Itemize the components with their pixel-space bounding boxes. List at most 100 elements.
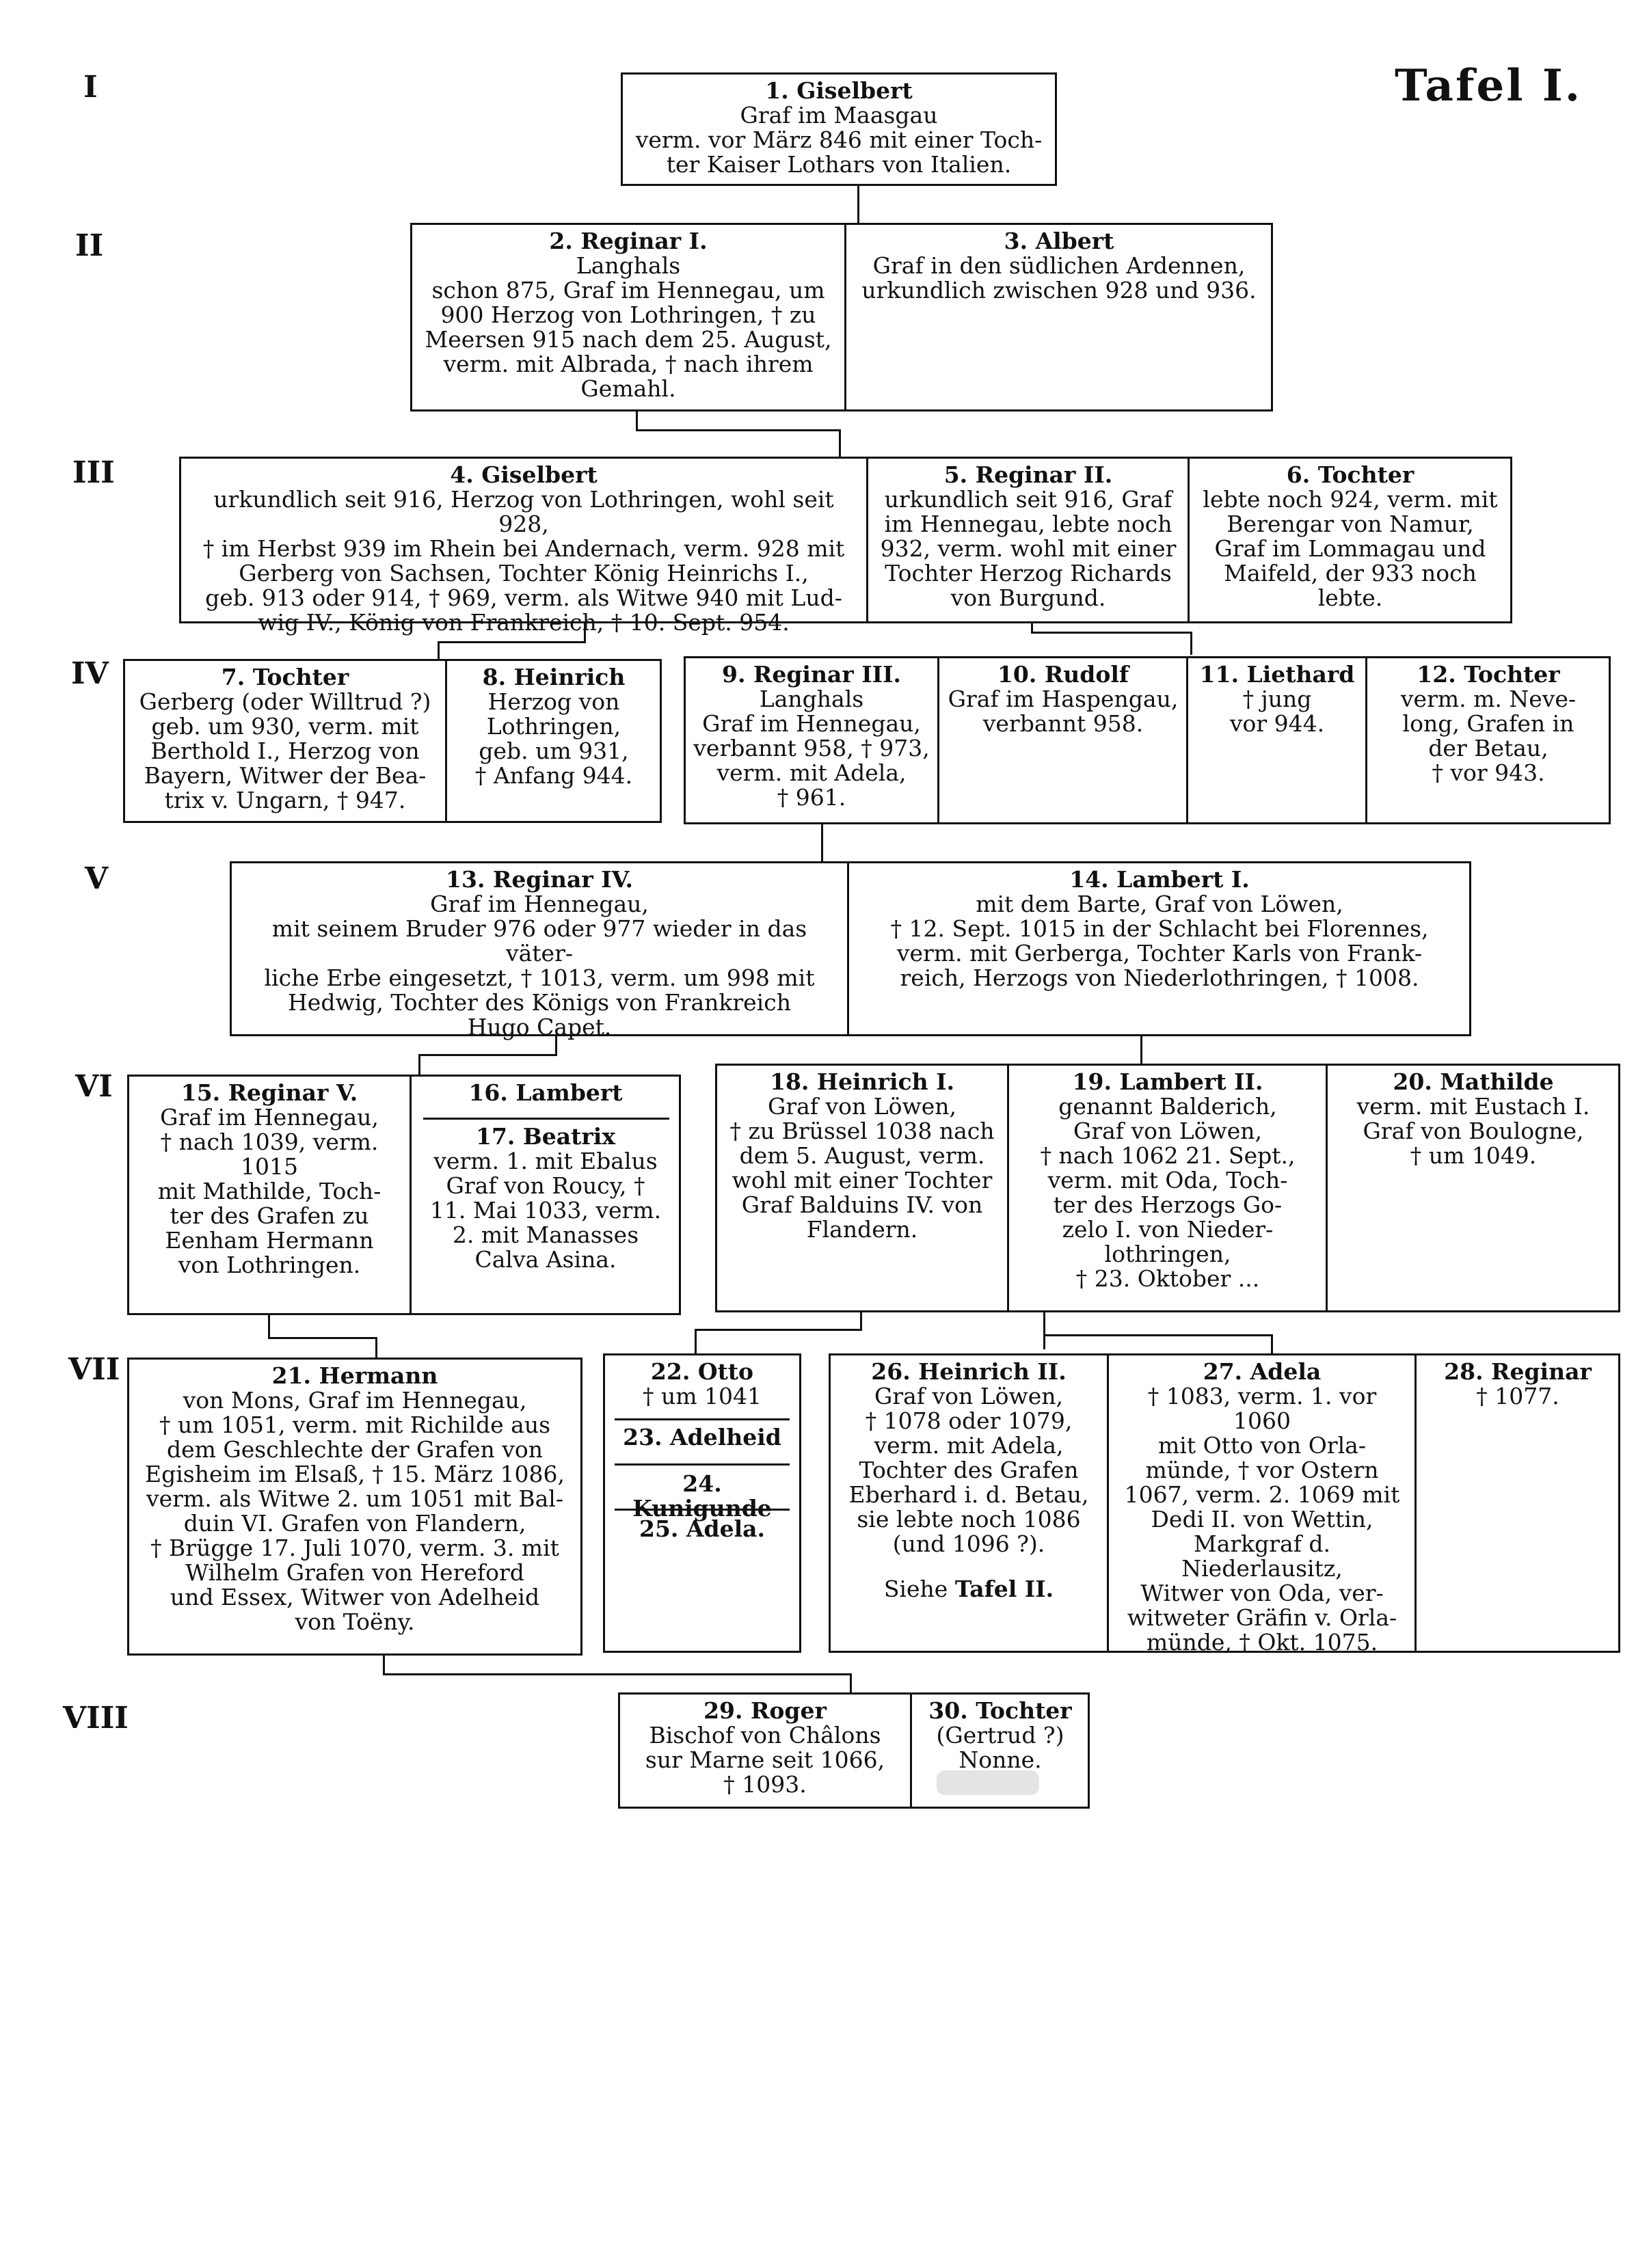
- person-name: 15. Reginar V.: [180, 1079, 358, 1106]
- person-heinrich-8: 8. Heinrich Herzog von Lothringen, geb. …: [448, 661, 660, 821]
- person-description: verm. m. Neve- long, Grafen in der Betau…: [1400, 686, 1577, 786]
- person-name: 17. Beatrix: [475, 1123, 615, 1150]
- sibling-group-box: 2. Reginar I. Langhals schon 875, Graf i…: [410, 223, 1273, 411]
- person-description: Graf von Löwen, † zu Brüssel 1038 nach d…: [729, 1093, 995, 1243]
- connector-line: [850, 1673, 852, 1695]
- connector-line: [839, 429, 841, 458]
- person-name: 6. Tochter: [1286, 461, 1415, 488]
- connector-line: [418, 1054, 420, 1077]
- person-description: verm. 1. mit Ebalus Graf von Roucy, † 11…: [429, 1148, 662, 1273]
- person-tochter-7: 7. Tochter Gerberg (oder Willtrud ?) geb…: [125, 661, 445, 821]
- person-name: 29. Roger: [703, 1697, 827, 1724]
- connector-line: [821, 824, 823, 864]
- person-beatrix-17: 17. Beatrix verm. 1. mit Ebalus Graf von…: [412, 1120, 679, 1313]
- person-description: (Gertrud ?) Nonne.: [936, 1722, 1064, 1773]
- connector-line: [1031, 632, 1192, 634]
- person-name: 4. Giselbert: [450, 461, 598, 488]
- person-name: 18. Heinrich I.: [769, 1068, 955, 1095]
- person-name: 19. Lambert II.: [1072, 1068, 1263, 1095]
- cell-divider: [910, 1695, 912, 1807]
- connector-line: [383, 1673, 852, 1675]
- cell-divider: [844, 225, 846, 409]
- person-otto-22: 22. Otto † um 1041: [605, 1355, 799, 1418]
- person-description: Graf im Haspengau, verbannt 958.: [948, 686, 1179, 737]
- connector-line: [1190, 632, 1192, 655]
- connector-line: [268, 1337, 377, 1339]
- plate-label: Tafel I.: [1395, 60, 1583, 111]
- cell-divider: [866, 459, 868, 621]
- person-description: Graf im Hennegau, † nach 1039, verm. 101…: [157, 1104, 381, 1278]
- person-tochter-6: 6. Tochter lebte noch 924, verm. mit Ber…: [1190, 459, 1510, 621]
- person-lambert-1: 14. Lambert I. mit dem Barte, Graf von L…: [850, 863, 1469, 1034]
- person-adela-25: 25. Adela.: [605, 1513, 799, 1552]
- person-reginar-3: 9. Reginar III. Langhals Graf im Hennega…: [686, 658, 937, 822]
- cell-divider: [847, 863, 849, 1034]
- person-description: genannt Balderich, Graf von Löwen, † nac…: [1040, 1093, 1296, 1292]
- connector-line: [636, 429, 841, 431]
- person-name: 27. Adela: [1203, 1358, 1322, 1385]
- connector-line: [857, 186, 859, 224]
- person-kunigunde-24: 24. Kunigunde: [605, 1468, 799, 1521]
- person-description: von Mons, Graf im Hennegau, † um 1051, v…: [145, 1387, 565, 1635]
- person-mathilde-20: 20. Mathilde verm. mit Eustach I. Graf v…: [1328, 1066, 1618, 1310]
- cross-reference-label: Siehe: [883, 1576, 948, 1602]
- connector-line: [375, 1337, 377, 1360]
- sibling-group-box: 4. Giselbert urkundlich seit 916, Herzog…: [179, 457, 1512, 635]
- person-heinrich-1: 18. Heinrich I. Graf von Löwen, † zu Brü…: [717, 1066, 1007, 1310]
- person-box: 21. Hermann von Mons, Graf im Hennegau, …: [127, 1358, 582, 1656]
- person-description: Graf im Maasgau verm. vor März 846 mit e…: [635, 102, 1043, 178]
- person-lambert-2: 19. Lambert II. genannt Balderich, Graf …: [1010, 1066, 1326, 1310]
- cell-divider: [1188, 459, 1190, 621]
- sibling-group-box: 7. Tochter Gerberg (oder Willtrud ?) geb…: [123, 659, 662, 823]
- cell-divider: [615, 1463, 790, 1466]
- connector-line: [1043, 1312, 1045, 1349]
- connector-line: [383, 1656, 385, 1675]
- person-description: verm. mit Eustach I. Graf von Boulogne, …: [1356, 1093, 1590, 1169]
- person-heinrich-2: 26. Heinrich II. Graf von Löwen, † 1078 …: [831, 1355, 1107, 1651]
- person-description: † 1083, verm. 1. vor 1060 mit Otto von O…: [1124, 1383, 1400, 1656]
- cell-divider: [423, 1118, 669, 1120]
- generation-label: III: [72, 455, 115, 490]
- person-lambert-16: 16. Lambert: [412, 1077, 679, 1116]
- person-tochter-12: 12. Tochter verm. m. Neve- long, Grafen …: [1368, 658, 1609, 822]
- person-name: 13. Reginar IV.: [446, 866, 633, 893]
- cell-divider: [445, 661, 447, 821]
- person-reginar-1: 2. Reginar I. Langhals schon 875, Graf i…: [412, 225, 844, 409]
- person-name: 16. Lambert: [468, 1079, 623, 1106]
- connector-line: [438, 641, 440, 660]
- person-name: 22. Otto: [650, 1358, 754, 1385]
- person-name: 25. Adela.: [639, 1515, 765, 1542]
- cell-divider: [1007, 1066, 1009, 1310]
- cross-reference: Siehe Tafel II.: [837, 1577, 1100, 1602]
- person-description: † um 1041: [642, 1383, 762, 1409]
- person-giselbert-4: 4. Giselbert urkundlich seit 916, Herzog…: [181, 459, 866, 635]
- person-liethard-11: 11. Liethard † jung vor 944.: [1189, 658, 1365, 822]
- cell-divider: [615, 1509, 790, 1511]
- connector-line: [1031, 623, 1033, 633]
- connector-line: [268, 1315, 270, 1338]
- cell-divider: [1326, 1066, 1328, 1310]
- sibling-group-box: 15. Reginar V. Graf im Hennegau, † nach …: [127, 1075, 681, 1315]
- person-name: 2. Reginar I.: [549, 228, 708, 254]
- person-name: 11. Liethard: [1199, 661, 1355, 688]
- generation-label: I: [83, 70, 98, 105]
- connector-line: [438, 641, 586, 643]
- connector-line: [860, 1312, 862, 1330]
- person-name: 7. Tochter: [221, 664, 349, 690]
- person-description: Graf im Hennegau, mit seinem Bruder 976 …: [264, 891, 815, 1040]
- person-name: 26. Heinrich II.: [871, 1358, 1067, 1385]
- connector-line: [418, 1054, 557, 1056]
- person-description: Herzog von Lothringen, geb. um 931, † An…: [474, 688, 633, 789]
- person-description: Gerberg (oder Willtrud ?) geb. um 930, v…: [139, 688, 431, 813]
- person-adelheid-23: 23. Adelheid: [605, 1421, 799, 1461]
- person-giselbert-1: 1. Giselbert Graf im Maasgau verm. vor M…: [623, 75, 1055, 184]
- cell-divider: [1415, 1355, 1417, 1651]
- connector-line: [1271, 1334, 1273, 1353]
- connector-line: [1140, 1036, 1142, 1065]
- sibling-group-box: 22. Otto † um 1041 23. Adelheid 24. Kuni…: [603, 1353, 801, 1653]
- person-name: 21. Hermann: [271, 1362, 438, 1389]
- person-description: Bischof von Châlons sur Marne seit 1066,…: [645, 1722, 885, 1798]
- person-description: mit dem Barte, Graf von Löwen, † 12. Sep…: [890, 891, 1429, 991]
- connector-line: [555, 1036, 557, 1055]
- person-name: 30. Tochter: [928, 1697, 1072, 1724]
